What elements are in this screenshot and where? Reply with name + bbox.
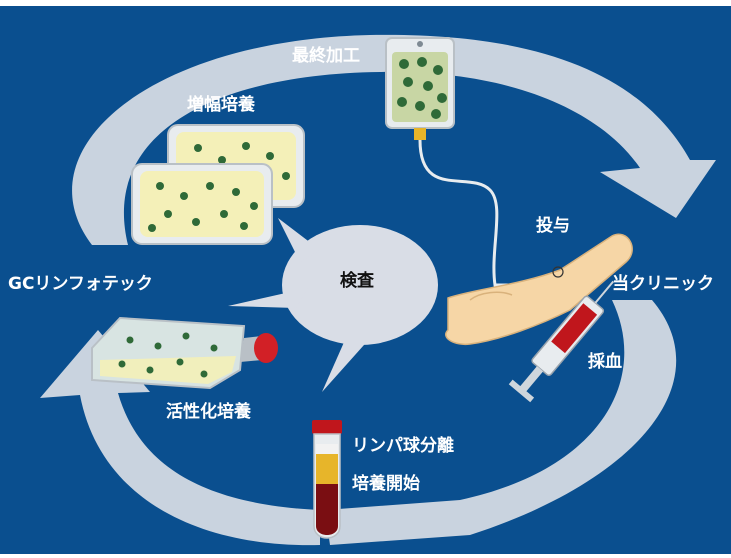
label-culture-start: 培養開始 [352,474,420,494]
cycle-arrows [40,34,716,546]
culture-dish-front [131,163,273,245]
inspection-bubble [228,218,438,392]
cycle-arrow-bottom-right [325,300,677,545]
cycle-arrow-bottom-left [40,330,320,546]
label-final-processing: 最終加工 [292,46,360,66]
label-company: GCリンフォテック [8,274,153,294]
patient-arm [445,233,633,346]
label-blood-draw: 採血 [588,352,622,372]
label-activation-culture: 活性化培養 [166,402,251,422]
syringe [508,280,615,403]
cycle-arrow-top [72,34,716,245]
label-clinic: 当クリニック [612,274,714,294]
label-inspection: 検査 [340,271,374,291]
blood-tube [312,420,342,539]
label-administration: 投与 [536,216,570,236]
culture-flask [91,316,278,390]
iv-bag [385,37,540,287]
label-lymphocyte-separation: リンパ球分離 [352,436,454,456]
label-expansion-culture: 増幅培養 [187,95,255,115]
